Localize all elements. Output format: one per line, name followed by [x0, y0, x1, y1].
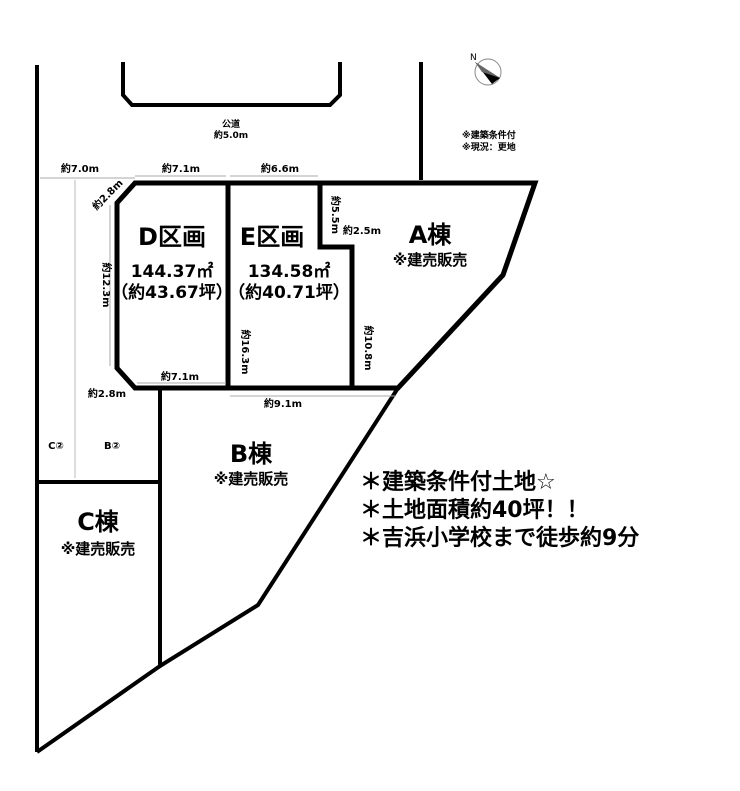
dim-d-corner-top: 約2.8m [89, 176, 125, 212]
note-line-2: ※現況：更地 [462, 141, 516, 153]
compass-label: N [470, 53, 477, 63]
dim-left-width: 約7.0m [61, 162, 99, 175]
lot-a-title: A棟 [409, 221, 453, 249]
lot-c-outline [35, 480, 162, 754]
lot-b-title: B棟 [230, 440, 273, 468]
dim-e-top: 約6.6m [261, 162, 299, 175]
dim-bottom-width: 約9.1m [264, 397, 302, 410]
dim-e-right: 約10.8m [362, 325, 375, 370]
lot-a-outline [320, 180, 539, 391]
lot-b-sub: ※建売販売 [214, 470, 289, 488]
lot-e-title: E区画 [240, 223, 304, 251]
feature-line-2: ＊土地面積約40坪！！ [360, 497, 589, 523]
marker-b2: B② [104, 441, 120, 452]
note-line-1: ※建築条件付 [462, 129, 516, 141]
feature-line-1: ＊建築条件付土地☆ [360, 469, 556, 495]
lot-e-outline [228, 180, 355, 391]
lot-a-sub: ※建売販売 [393, 251, 468, 269]
road-curb [121, 62, 342, 107]
dim-a-notch-h: 約2.5m [343, 224, 381, 237]
feature-line-3: ＊吉浜小学校まで徒歩約9分 [360, 525, 639, 551]
dim-d-left: 約12.3m [100, 262, 113, 307]
marker-c2: C② [48, 441, 64, 452]
dim-d-top: 約7.1m [162, 162, 200, 175]
lot-d-area-tsubo: （約43.67坪） [111, 282, 233, 303]
lot-c-sub: ※建売販売 [61, 540, 136, 558]
compass-icon [474, 58, 502, 86]
dim-e-left: 約16.3m [239, 329, 252, 374]
road-width: 約5.0m [214, 129, 248, 141]
dim-d-bottom: 約7.1m [161, 370, 199, 383]
lot-d-area-m2: 144.37㎡ [131, 261, 214, 282]
lot-e-area-m2: 134.58㎡ [248, 261, 331, 282]
road-name: 公道 [222, 118, 240, 130]
lot-c-title: C棟 [77, 508, 120, 536]
dim-a-notch-v: 約5.5m [329, 196, 342, 234]
dim-d-corner-bottom: 約2.8m [88, 387, 126, 400]
lot-d-title: D区画 [138, 223, 206, 251]
lot-e-area-tsubo: （約40.71坪） [228, 282, 350, 303]
